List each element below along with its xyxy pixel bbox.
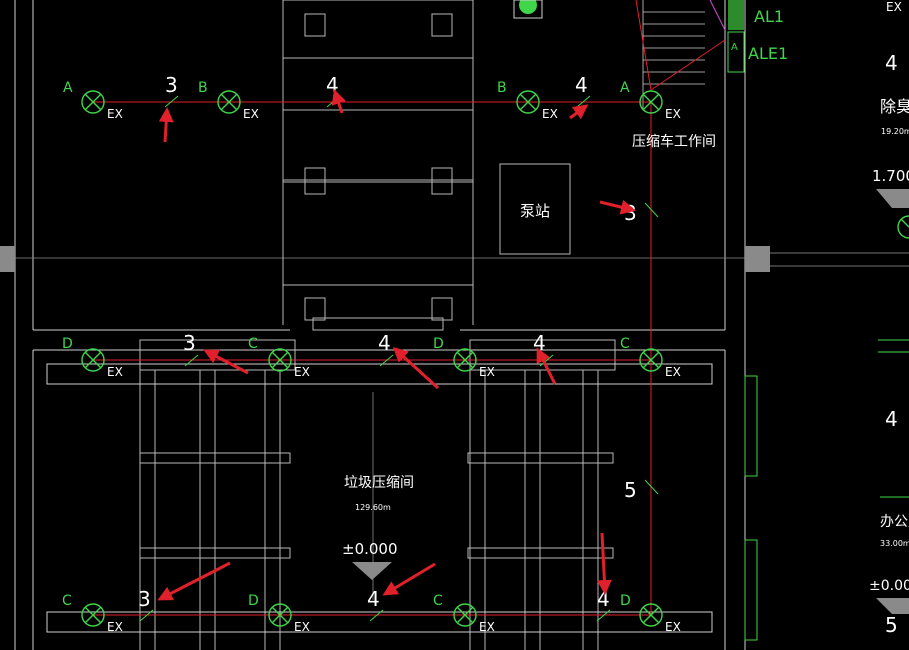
wire-count: 4 [597, 587, 610, 611]
ex-label: EX [107, 620, 123, 634]
arrow [392, 346, 440, 390]
circuit-letter: D [433, 336, 444, 352]
wire-count: 4 [367, 587, 380, 611]
fixture-6 [268, 348, 292, 372]
fixture-10 [268, 603, 292, 627]
circuit-letter: A [620, 80, 630, 96]
fixture-5 [81, 348, 105, 372]
pump-station-box [499, 163, 571, 255]
circuit-letter: C [62, 593, 72, 609]
fixture-1 [81, 90, 105, 114]
arrow [596, 532, 612, 595]
room-office: 办公室 [880, 513, 909, 530]
ex-label: EX [294, 620, 310, 634]
wire-count: 5 [885, 613, 898, 637]
lower-equipment-right [467, 339, 616, 650]
panel-al1: AL1 [754, 7, 784, 26]
lower-equipment-left [139, 339, 296, 650]
ex-label: EX [665, 620, 681, 634]
arrow [382, 562, 436, 596]
fixture-11 [453, 603, 477, 627]
wire-count: 3 [624, 201, 637, 225]
wire-count: 3 [165, 73, 178, 97]
fixture-3 [516, 90, 540, 114]
fixture-12 [639, 603, 663, 627]
panel-box-letter: A [731, 42, 738, 53]
ex-label: EX [479, 620, 495, 634]
level-marker-main [352, 562, 392, 580]
wire-count: 4 [378, 331, 391, 355]
rail-beams [46, 363, 713, 633]
wire-count: 5 [624, 478, 637, 502]
room-compactor-workroom: 压缩车工作间 [632, 133, 716, 150]
panel-ale1: ALE1 [748, 44, 788, 63]
light-fixtures [81, 90, 909, 627]
ex-label: EX [665, 107, 681, 121]
arrow [599, 199, 636, 215]
circuit-wiring [93, 0, 726, 616]
upper-equipment [282, 0, 474, 331]
ex-label: EX [542, 107, 558, 121]
circuit-letter: A [63, 80, 73, 96]
circuit-letter: C [620, 336, 630, 352]
magenta-lead [709, 0, 726, 31]
room-deodor-area: 19.20m [881, 127, 909, 136]
fixture-4 [639, 90, 663, 114]
circuit-letter: D [248, 593, 259, 609]
ex-label-right: EX [886, 0, 902, 14]
stair-hatch [642, 0, 705, 110]
circuit-letter: B [198, 80, 208, 96]
wire-count: 3 [138, 587, 151, 611]
ex-label: EX [665, 365, 681, 379]
circuit-letter: B [497, 80, 507, 96]
ex-label: EX [243, 107, 259, 121]
room-garbage-compression: 垃圾压缩间 [344, 475, 414, 491]
right-green-markers [744, 339, 909, 641]
pump-station-label: 泵站 [520, 202, 550, 220]
level-marker-right-lower [876, 598, 909, 614]
level-main: ±0.000 [342, 540, 398, 558]
circuit-letter: D [62, 336, 73, 352]
fixture-2 [217, 90, 241, 114]
wire-ticks [139, 95, 659, 622]
circuit-letter: C [248, 336, 258, 352]
room-deodor: 除臭 [880, 97, 909, 116]
ex-label: EX [479, 365, 495, 379]
junction-box [513, 0, 543, 19]
arrow [203, 349, 249, 375]
fixture-right-edge [897, 215, 909, 239]
level-marker-right-upper [876, 189, 909, 208]
arrow [158, 107, 174, 143]
fixture-9 [81, 603, 105, 627]
arrow [536, 347, 557, 385]
arrow [331, 89, 346, 114]
column-right [745, 246, 770, 272]
column-left [0, 246, 15, 272]
wire-count: 3 [183, 331, 196, 355]
right-corridor-lines [770, 252, 909, 267]
panel-box [727, 0, 745, 73]
ex-label: EX [107, 365, 123, 379]
wire-count: 4 [885, 407, 898, 431]
room-office-area: 33.00m [880, 539, 909, 548]
fixture-8 [639, 348, 663, 372]
ex-label: EX [107, 107, 123, 121]
fixture-7 [453, 348, 477, 372]
arrow [157, 561, 231, 601]
level-right-lower: ±0.000 [869, 578, 909, 594]
green-junction [519, 0, 537, 14]
annotation-arrows [157, 89, 636, 601]
arrow [569, 104, 589, 120]
building-walls [14, 0, 746, 650]
ex-label: EX [294, 365, 310, 379]
circuit-letter: C [433, 593, 443, 609]
level-right-upper: 1.700 [872, 167, 909, 185]
wire-count: 4 [575, 73, 588, 97]
circuit-letter: D [620, 593, 631, 609]
room-garbage-compression-area: 129.60m [355, 503, 391, 512]
wire-count: 4 [885, 51, 898, 75]
